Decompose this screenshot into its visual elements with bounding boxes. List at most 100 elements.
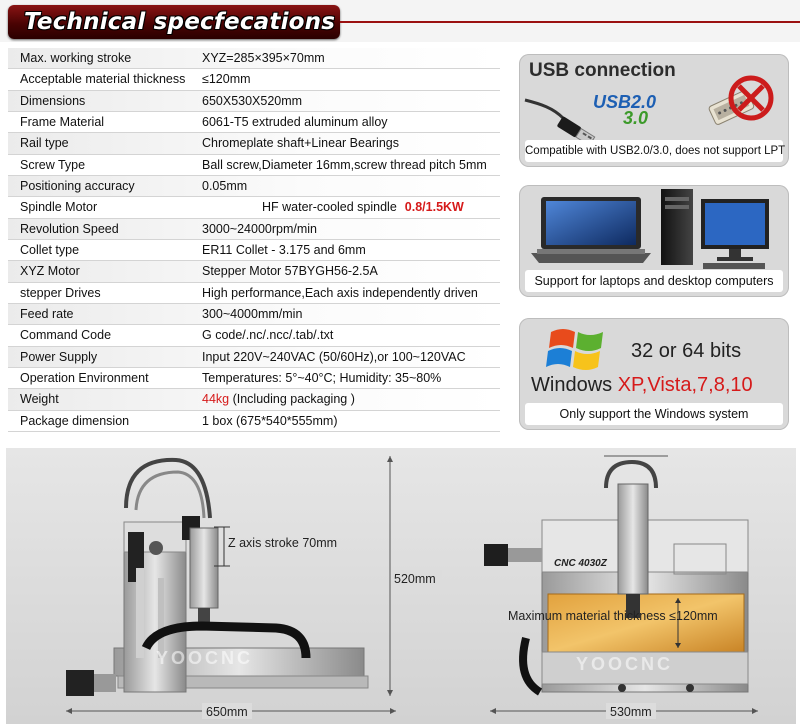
spec-value: ER11 Collet - 3.175 and 6mm	[202, 240, 498, 261]
spec-value: Stepper Motor 57BYGH56-2.5A	[202, 261, 498, 282]
windows-card-caption: Only support the Windows system	[525, 403, 783, 425]
spec-value-text: 650X530X520mm	[202, 93, 303, 108]
spec-label: stepper Drives	[20, 285, 101, 300]
spec-row: XYZ Motor Stepper Motor 57BYGH56-2.5A	[8, 261, 500, 283]
spec-label: XYZ Motor	[20, 264, 80, 279]
spec-row: stepper Drives High performance,Each axis…	[8, 283, 500, 304]
spec-value-text: Stepper Motor 57BYGH56-2.5A	[202, 264, 378, 279]
windows-support-card: 32 or 64 bits Windows XP,Vista,7,8,10 On…	[519, 318, 789, 430]
spec-value: Temperatures: 5°~40°C; Humidity: 35~80%	[202, 368, 498, 389]
machine-front-view: CNC 4030Z	[484, 459, 749, 696]
spec-label: Collet type	[20, 242, 80, 257]
spec-value: 0.05mm	[202, 176, 498, 197]
spec-value: High performance,Each axis independently…	[202, 283, 498, 304]
spec-label: Package dimension	[20, 413, 130, 428]
header-bar: Technical specfecations	[0, 0, 800, 42]
spec-label: Acceptable material thickness	[20, 72, 186, 87]
spec-value: 300~4000mm/min	[202, 304, 498, 325]
usb-connection-card: USB connection USB2.0 3.0 Compatible wit…	[519, 54, 789, 167]
spec-value-text: HF water-cooled spindle	[262, 200, 397, 215]
spec-row: Frame Material 6061-T5 extruded aluminum …	[8, 112, 500, 134]
spec-label: Max. working stroke	[20, 51, 132, 65]
spec-row: Operation Environment Temperatures: 5°~40…	[8, 368, 500, 390]
spec-value-text: 1 box (675*540*555mm)	[202, 413, 338, 428]
spec-value-text: Temperatures: 5°~40°C; Humidity: 35~80%	[202, 370, 442, 385]
spec-label: Frame Material	[20, 114, 105, 129]
dimension-drawing: Z axis stroke 70mm 650mm 520mm CNC 4030Z	[66, 455, 758, 719]
spec-row: Acceptable material thickness≤120mm	[8, 69, 500, 91]
lpt-not-supported-icon	[708, 75, 774, 125]
windows-logo-icon	[546, 329, 603, 370]
spec-value: 6061-T5 extruded aluminum alloy	[202, 112, 498, 133]
spec-label: Operation Environment	[20, 370, 149, 385]
spec-value: 44kg (Including packaging )	[202, 389, 498, 410]
spec-row: Power Supply Input 220V~240VAC (50/60Hz),…	[8, 346, 500, 368]
spec-value: XYZ=285×395×70mm	[202, 48, 498, 69]
spec-value: 3000~24000rpm/min	[202, 219, 498, 240]
spec-label: Power Supply	[20, 349, 98, 364]
spec-label: Command Code	[20, 328, 112, 343]
spec-value-text: G code/.nc/.ncc/.tab/.txt	[202, 328, 334, 343]
spec-label: Positioning accuracy	[20, 178, 135, 193]
machine-side-view	[66, 457, 369, 696]
spec-value-emphasis: 44kg	[202, 392, 230, 407]
spec-row: Feed rate 300~4000mm/min	[8, 303, 500, 326]
spec-row: Spindle Motor HF water-cooled spindle 0.8/…	[8, 197, 500, 219]
usb30-label: 3.0	[623, 108, 649, 128]
spec-value-text: Chromeplate shaft+Linear Bearings	[202, 136, 399, 151]
spec-label: Screw Type	[20, 157, 86, 172]
watermark-right: YOOCNC	[576, 654, 673, 674]
spec-value-text: Ball screw,Diameter 16mm,screw thread pi…	[202, 157, 487, 172]
spec-value-text: (Including packaging )	[229, 392, 355, 407]
spec-row: Positioning accuracy 0.05mm	[8, 175, 500, 198]
width-dimension-left: 650mm	[206, 705, 248, 719]
pc-card-caption: Support for laptops and desktop computer…	[525, 270, 783, 292]
spec-value-text: High performance,Each axis independently…	[202, 285, 478, 300]
spec-value: Input 220V~240VAC (50/60Hz),or 100~120VA…	[202, 347, 498, 368]
height-dimension: 520mm	[394, 572, 436, 586]
usb-card-caption: Compatible with USB2.0/3.0, does not sup…	[525, 140, 785, 162]
spec-row: Package dimension 1 box (675*540*555mm)	[8, 411, 500, 432]
spec-label: Spindle Motor	[20, 200, 98, 215]
spec-value-text: 300~4000mm/min	[202, 306, 303, 321]
spec-value-text: ER11 Collet - 3.175 and 6mm	[202, 242, 366, 257]
windows-version-list: XP,Vista,7,8,10	[617, 374, 753, 396]
desktop-computer-icon	[661, 189, 769, 269]
spec-value-text: Input 220V~240VAC (50/60Hz),or 100~120VA…	[202, 349, 466, 364]
spec-row: Revolution Speed 3000~24000rpm/min	[8, 218, 500, 240]
spec-value: HF water-cooled spindle 0.8/1.5KW	[202, 197, 498, 218]
spec-value: Ball screw,Diameter 16mm,screw thread pi…	[202, 155, 498, 176]
spec-value-text: 0.05mm	[202, 178, 248, 193]
header-title-badge: Technical specfecations	[8, 5, 340, 39]
watermark-left: YOOCNC	[156, 648, 253, 668]
spec-value: 650X530X520mm	[202, 91, 498, 112]
usb-card-title: USB connection	[529, 60, 676, 81]
spec-row: Screw Type Ball screw,Diameter 16mm,screw…	[8, 155, 500, 176]
spec-value: G code/.nc/.ncc/.tab/.txt	[202, 325, 498, 346]
spec-label: Rail type	[20, 136, 69, 151]
windows-name: Windows	[531, 374, 613, 396]
computer-support-card: Support for laptops and desktop computer…	[519, 185, 789, 297]
spec-row: Max. working stroke XYZ=285×395×70mm	[8, 48, 500, 70]
width-dimension-right: 530mm	[610, 705, 652, 719]
spec-value-text: 3000~24000rpm/min	[202, 221, 318, 236]
spec-row: Rail type Chromeplate shaft+Linear Bearin…	[8, 133, 500, 155]
max-thickness-label: Maximum material thickness ≤120mm	[508, 609, 718, 623]
spec-label: Revolution Speed	[20, 221, 119, 236]
spec-value-text: 6061-T5 extruded aluminum alloy	[202, 114, 388, 129]
z-stroke-label: Z axis stroke 70mm	[228, 536, 337, 550]
usb20-label: USB2.0	[593, 92, 657, 112]
spec-value-text: XYZ=285×395×70mm	[202, 51, 325, 65]
machine-dimension-diagram: Z axis stroke 70mm 650mm 520mm CNC 4030Z	[6, 448, 796, 724]
windows-versions-label: Windows XP,Vista,7,8,10	[531, 374, 753, 397]
page-title: Technical specfecations	[24, 9, 336, 35]
model-label: CNC 4030Z	[554, 558, 608, 569]
spec-value-highlight: 0.8/1.5KW	[404, 200, 464, 215]
header-divider	[340, 21, 800, 23]
usb-cable-icon	[524, 98, 596, 144]
laptop-icon	[531, 197, 651, 263]
spec-label: Feed rate	[20, 306, 74, 321]
